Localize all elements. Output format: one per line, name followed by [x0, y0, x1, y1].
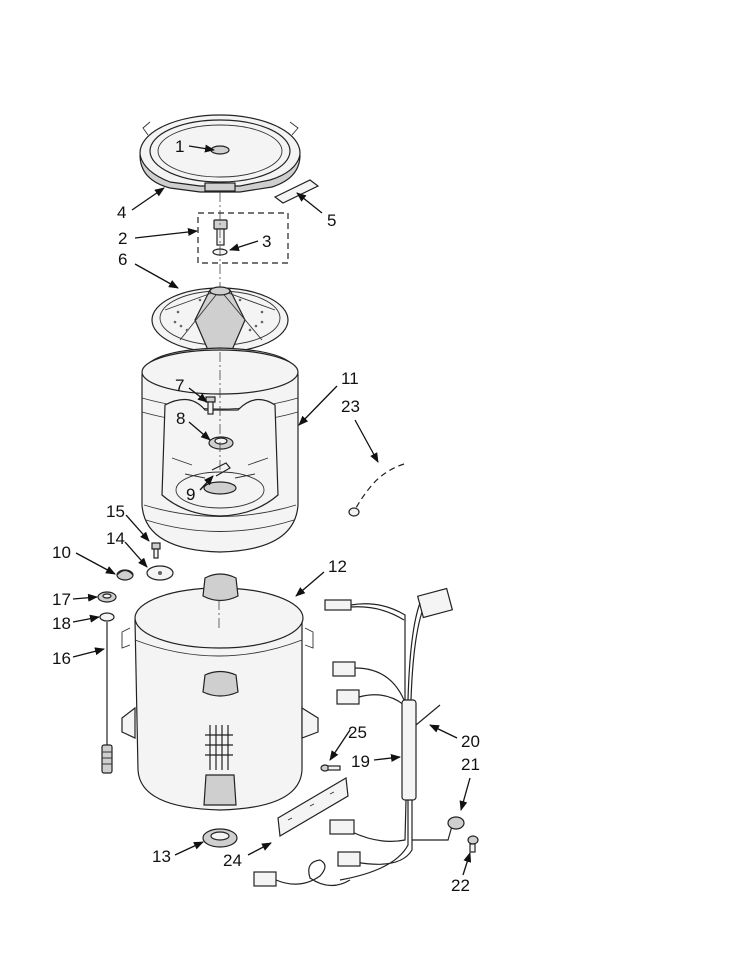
callout-18: 18	[52, 614, 71, 633]
callout-7: 7	[175, 376, 184, 395]
outer-tub-icon	[121, 573, 319, 811]
callout-13: 13	[152, 847, 171, 866]
bracket-plate-icon	[277, 777, 349, 837]
ball-icon	[99, 612, 115, 622]
clip-icon	[211, 462, 231, 477]
callout-19: 19	[351, 752, 370, 771]
callout-1: 1	[175, 137, 184, 156]
callout-15: 15	[106, 502, 125, 521]
spring-icon	[116, 569, 134, 581]
callout-3: 3	[262, 232, 271, 251]
callout-22: 22	[451, 876, 470, 895]
seal-strip-icon	[273, 179, 320, 204]
callout-16: 16	[52, 649, 71, 668]
callout-21: 21	[461, 755, 480, 774]
grommet-icon	[151, 542, 161, 559]
callout-labels: 1 2 3 4 5 6 7 8 9 10 11 12 13 14 15 16 1…	[52, 137, 480, 895]
hub-nut-icon	[208, 436, 234, 450]
tub-ring-icon	[139, 114, 301, 193]
callout-23: 23	[341, 397, 360, 416]
hardware-group-box	[197, 212, 289, 264]
callout-24: 24	[223, 851, 242, 870]
callout-25: 25	[348, 723, 367, 742]
callout-11: 11	[341, 369, 359, 388]
tub-seal-icon	[202, 828, 238, 848]
callout-2: 2	[118, 229, 127, 248]
callout-6: 6	[118, 250, 127, 269]
callout-12: 12	[328, 557, 347, 576]
callout-4: 4	[117, 203, 126, 222]
callout-10: 10	[52, 543, 71, 562]
dampener-icon	[97, 591, 117, 603]
callout-14: 14	[106, 529, 125, 548]
callout-9: 9	[186, 485, 195, 504]
suspension-rod-icon	[97, 542, 174, 774]
screw-icon	[320, 764, 341, 772]
callout-leaders	[72, 144, 472, 876]
wire-harness-icon	[253, 587, 479, 887]
agitator-bolt-icon	[213, 219, 228, 246]
callout-17: 17	[52, 590, 71, 609]
callout-8: 8	[176, 409, 185, 428]
ground-strap-icon	[348, 463, 405, 517]
pivot-plate-icon	[146, 565, 174, 581]
agitator-icon	[151, 286, 289, 353]
callout-20: 20	[461, 732, 480, 751]
callout-5: 5	[327, 211, 336, 230]
